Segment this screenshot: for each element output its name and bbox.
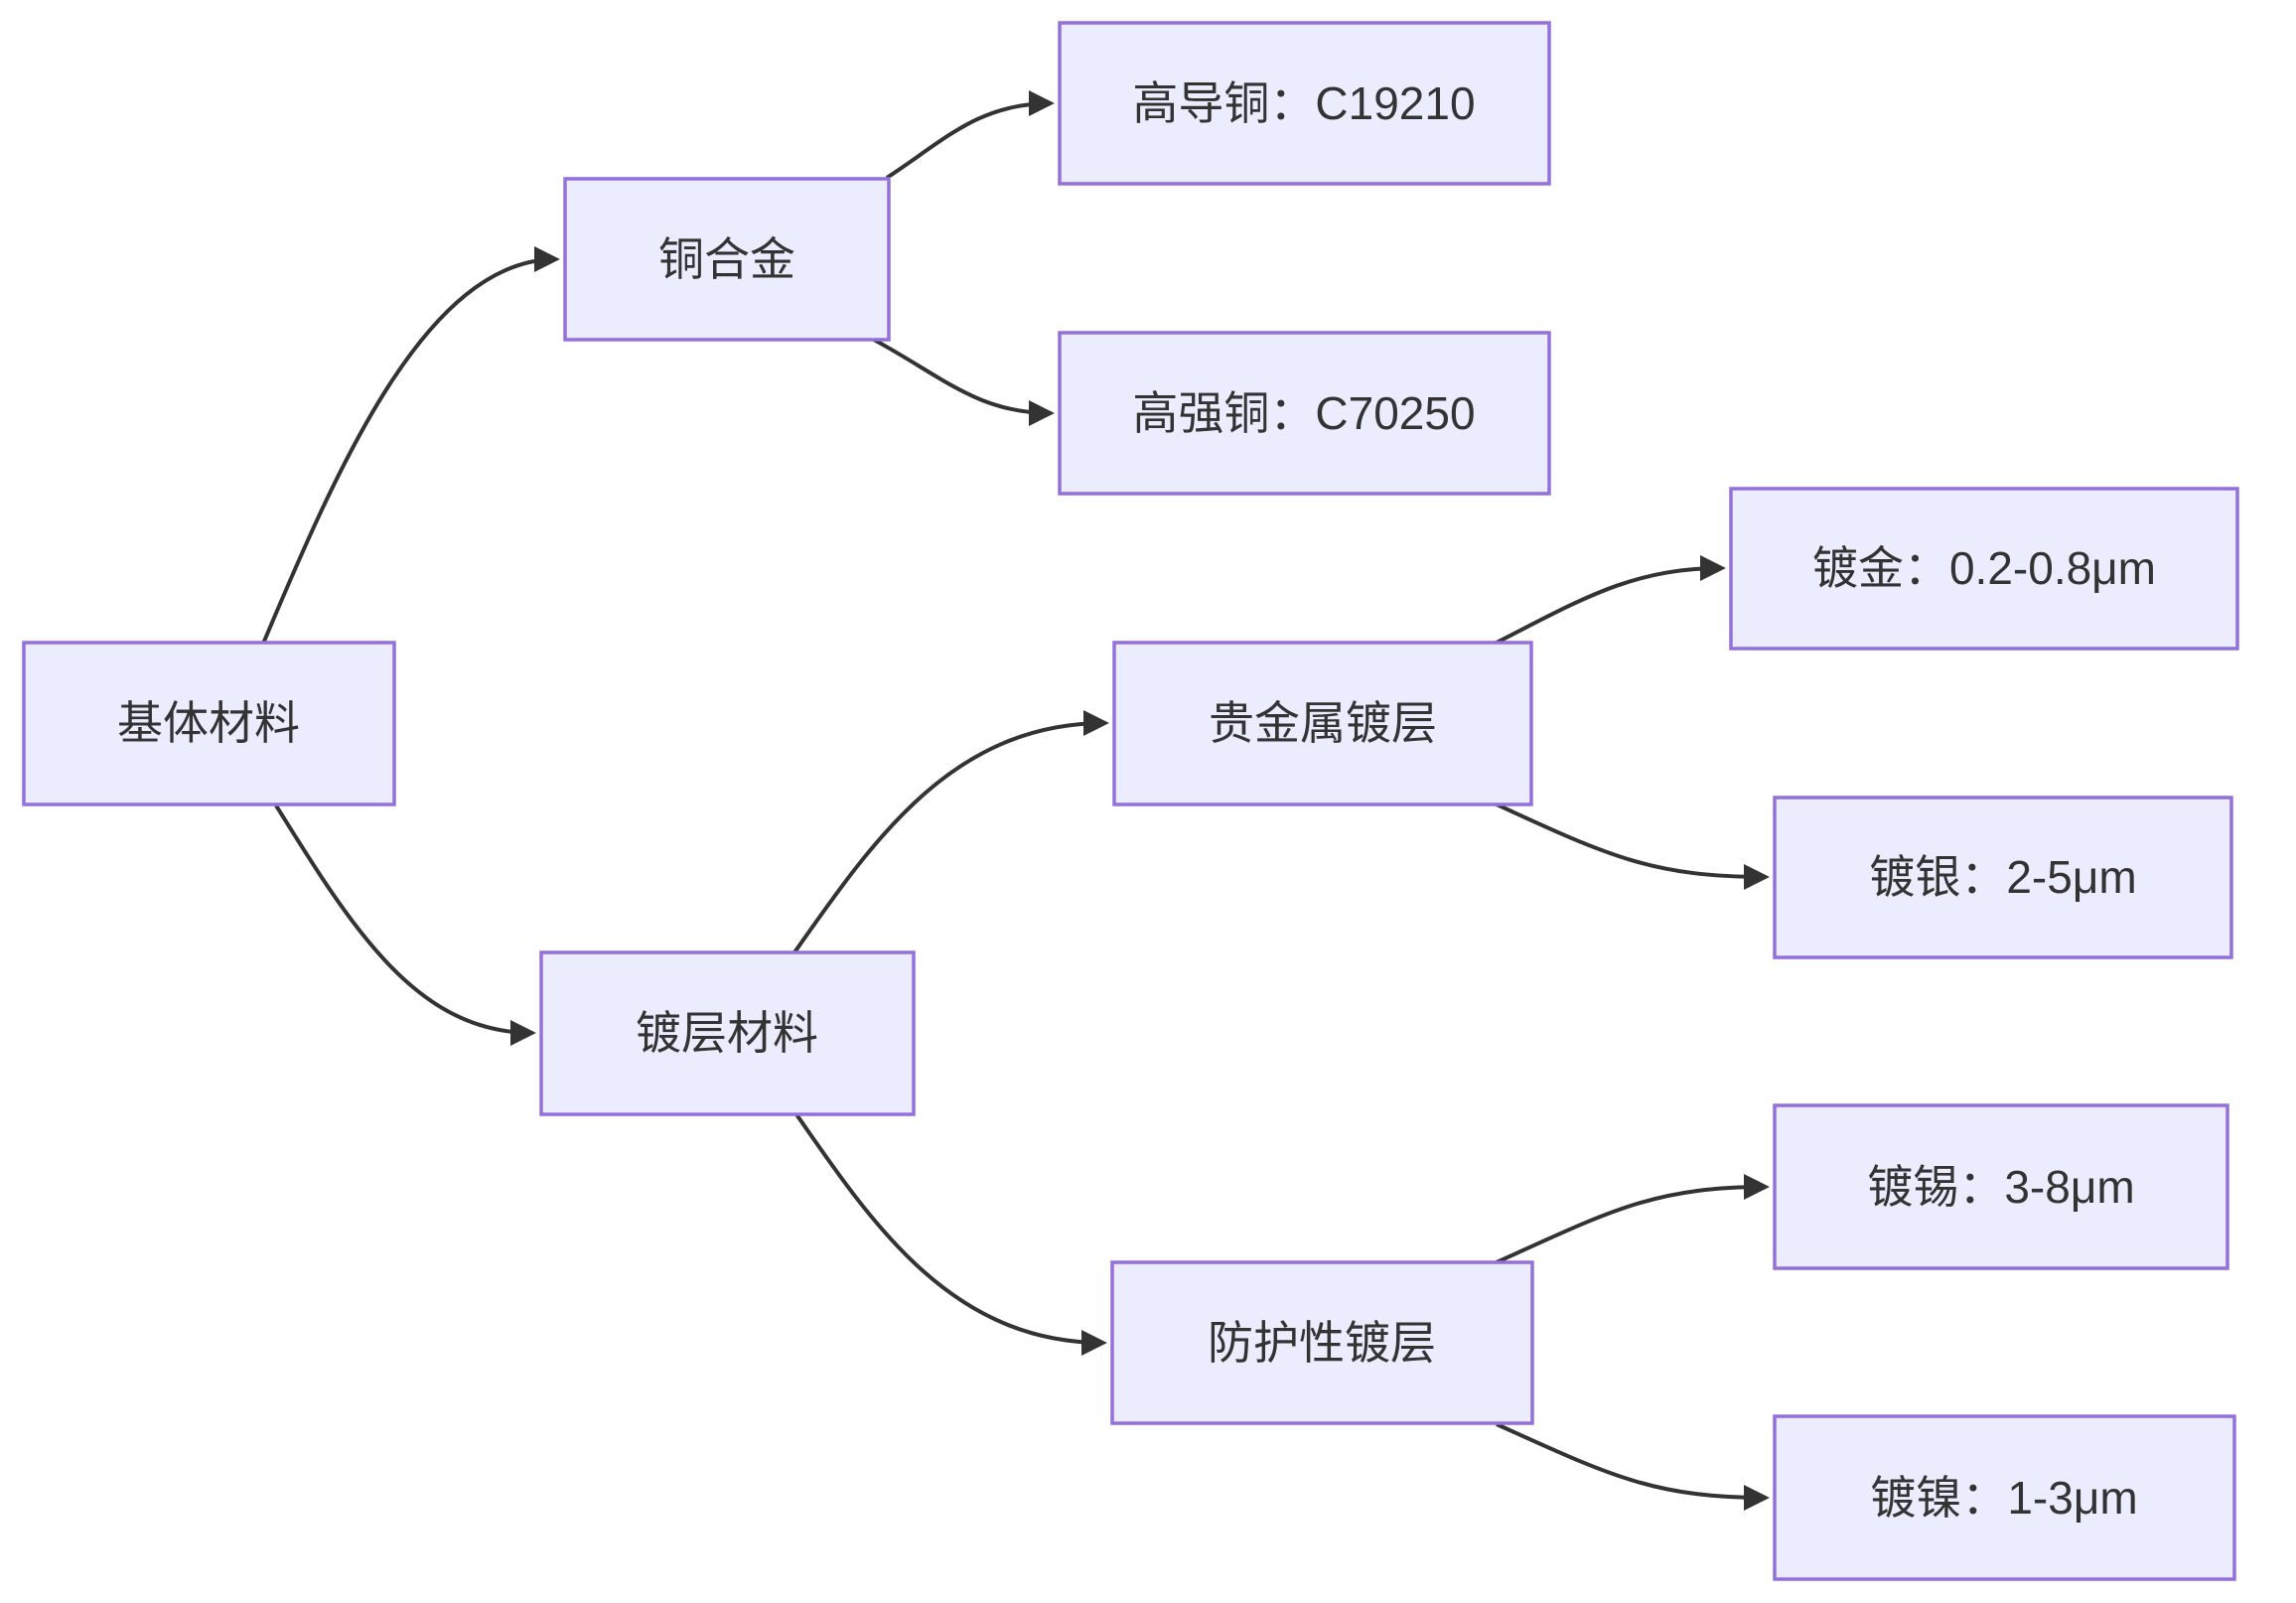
node-copper-alloy: 铜合金: [563, 177, 891, 342]
node-high-strength-copper-box: [1058, 331, 1551, 496]
edge-copper-alloy-to-high-strength-copper: [873, 338, 1055, 426]
edge-plating-material-to-precious-metal-plating: [792, 710, 1109, 954]
node-nickel-plating-box: [1773, 1414, 2236, 1581]
edge-base-to-plating-material: [274, 803, 536, 1046]
node-plating-material-label: 镀层材料: [636, 1007, 818, 1059]
node-base-label: 基体材料: [117, 697, 300, 749]
node-plating-material: 镀层材料: [539, 950, 916, 1116]
node-nickel-plating-label: 镀镍：1-3μm: [1870, 1472, 2137, 1524]
node-gold-plating-label: 镀金：0.2-0.8μm: [1812, 542, 2156, 594]
node-high-conductivity-copper: 高导铜：C19210: [1058, 21, 1551, 186]
node-plating-material-box: [539, 950, 916, 1116]
node-base-box: [22, 641, 396, 806]
node-silver-plating-label: 镀银：2-5μm: [1869, 851, 2136, 903]
node-high-conductivity-copper-label: 高导铜：C19210: [1132, 77, 1475, 129]
node-protective-plating: 防护性镀层: [1110, 1260, 1534, 1425]
edge-copper-alloy-to-high-conductivity-copper: [885, 90, 1055, 180]
edge-plating-material-to-protective-plating: [794, 1112, 1107, 1356]
node-tin-plating: 镀锡：3-8μm: [1773, 1103, 2229, 1270]
edge-protective-plating-to-nickel-plating: [1496, 1422, 1770, 1511]
node-copper-alloy-box: [563, 177, 891, 342]
node-copper-alloy-label: 铜合金: [658, 233, 795, 285]
node-precious-metal-plating-box: [1112, 641, 1533, 806]
edge-protective-plating-to-tin-plating: [1496, 1174, 1770, 1264]
node-gold-plating-box: [1729, 487, 2239, 651]
node-silver-plating-box: [1773, 796, 2233, 959]
node-gold-plating: 镀金：0.2-0.8μm: [1729, 487, 2239, 651]
node-precious-metal-plating: 贵金属镀层: [1112, 641, 1533, 806]
node-base: 基体材料: [22, 641, 396, 806]
edge-precious-metal-plating-to-silver-plating: [1496, 802, 1770, 890]
node-high-conductivity-copper-box: [1058, 21, 1551, 186]
node-nickel-plating: 镀镍：1-3μm: [1773, 1414, 2236, 1581]
node-precious-metal-plating-label: 贵金属镀层: [1209, 697, 1437, 749]
edge-group: [261, 90, 1770, 1511]
node-high-strength-copper-label: 高强铜：C70250: [1132, 387, 1475, 439]
node-protective-plating-box: [1110, 1260, 1534, 1425]
node-tin-plating-box: [1773, 1103, 2229, 1270]
node-silver-plating: 镀银：2-5μm: [1773, 796, 2233, 959]
edge-precious-metal-plating-to-gold-plating: [1496, 555, 1726, 645]
edge-base-to-copper-alloy: [261, 246, 560, 645]
node-tin-plating-label: 镀锡：3-8μm: [1867, 1161, 2134, 1213]
node-protective-plating-label: 防护性镀层: [1208, 1317, 1436, 1369]
node-high-strength-copper: 高强铜：C70250: [1058, 331, 1551, 496]
